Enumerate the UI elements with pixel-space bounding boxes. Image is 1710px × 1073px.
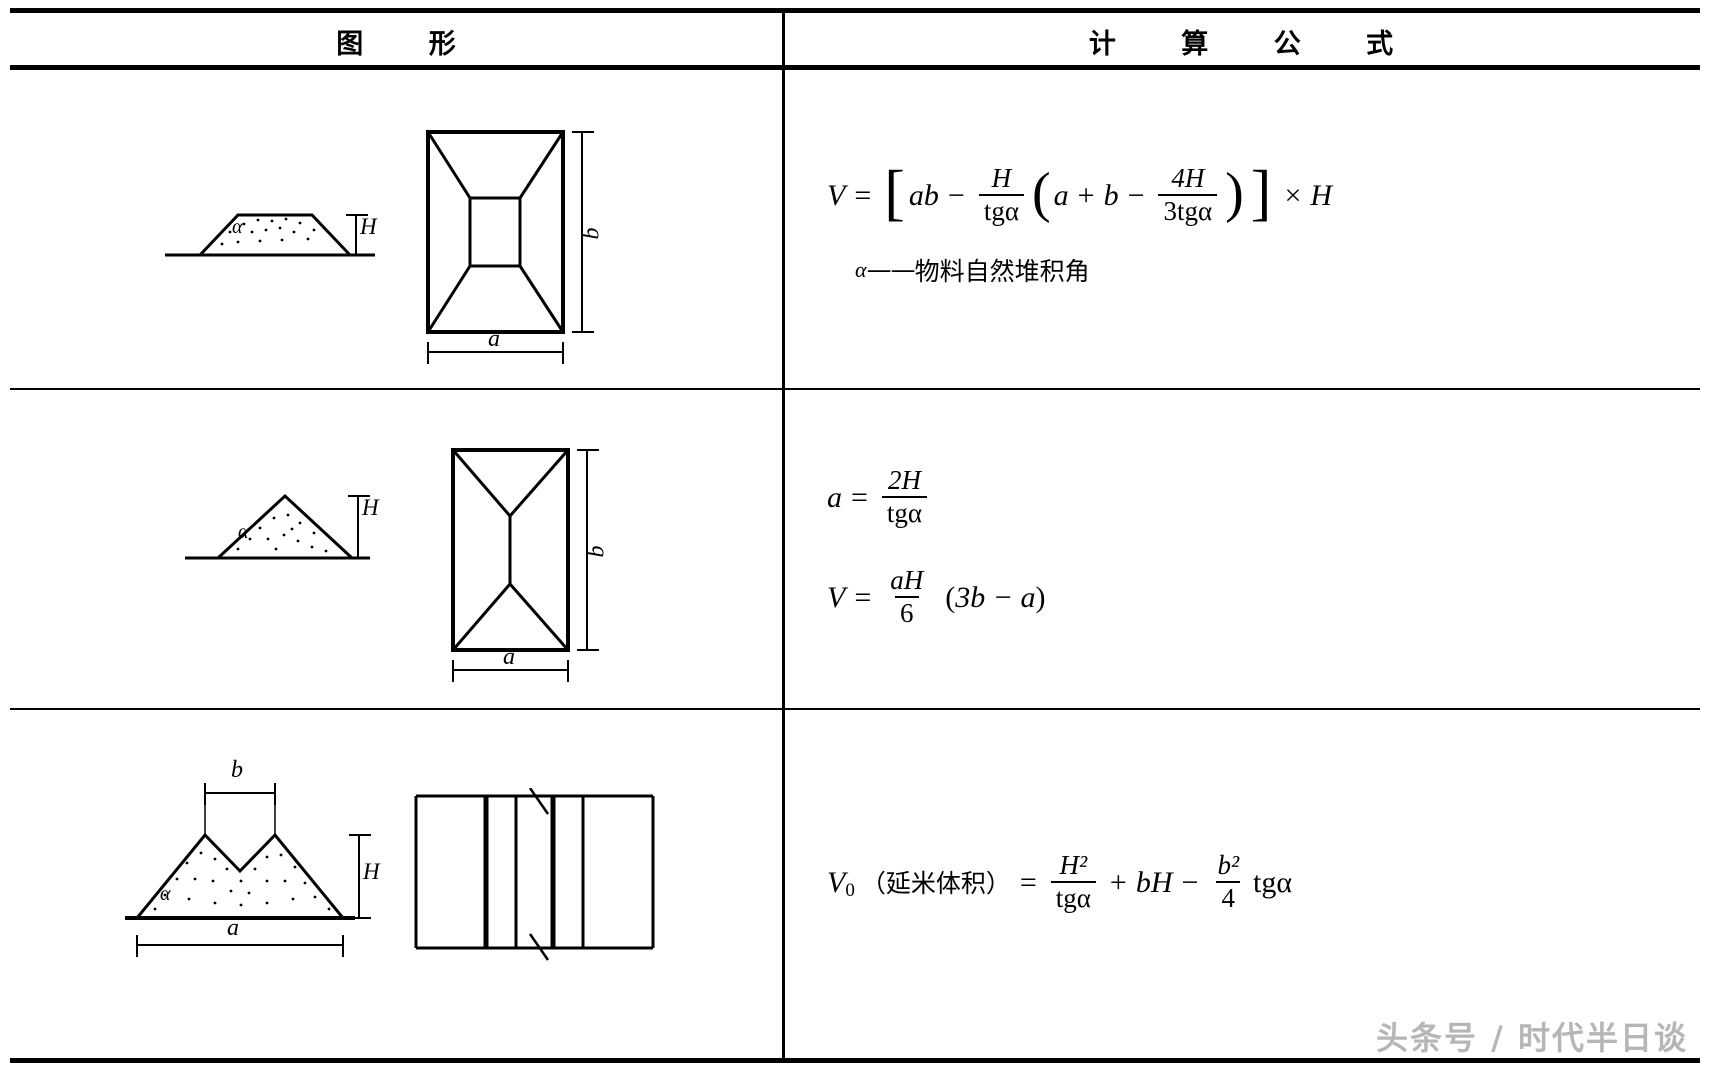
formula-row1-frac1-den: tgα — [978, 193, 1024, 225]
figure-cell-row2: α H — [10, 388, 782, 708]
formula-row2-f1-den: tgα — [881, 496, 928, 527]
plan-length-label-row1: b — [578, 227, 605, 240]
formula-row3-plus: + — [1109, 866, 1127, 899]
formula-row2-f1-num: 2H — [888, 465, 921, 495]
table-row: α H — [10, 65, 1700, 388]
side-height-label-row3: H — [363, 859, 380, 884]
formula-row2-f1-eq: = — [851, 481, 868, 514]
side-view-double-ridge-row3: b α H a — [115, 757, 380, 963]
figure-cell-row1: α H — [10, 65, 782, 388]
formula-row1-close-paren: ) — [1225, 162, 1244, 225]
row2-bottom-border — [10, 708, 1700, 710]
side-height-label-row1: H — [360, 214, 377, 239]
formula-row1-tail: H — [1310, 178, 1333, 212]
formula-row2-second: V = aH 6 ( 3b − a ) — [827, 567, 1700, 628]
side-angle-label-row2: α — [238, 521, 249, 543]
formula-row2-f2-paren-close: ) — [1035, 581, 1046, 614]
formula-row3-frac2-num: b² — [1217, 850, 1240, 880]
formula-table: 图 形 计 算 公 式 — [10, 8, 1700, 1063]
formula-row1-term1: ab — [908, 178, 939, 212]
formula-row1-times: × — [1284, 178, 1302, 212]
formula-row1-inner-a: a — [1053, 178, 1069, 212]
table-row: b α H a — [10, 708, 1700, 1058]
formula-row1-fraction-2: 4H 3tgα — [1158, 162, 1218, 225]
formula-row1-plus: + — [1077, 178, 1095, 212]
formula-row2-first: a = 2H tgα — [827, 465, 1700, 528]
formula-row1-inner-b: b — [1103, 178, 1119, 212]
header-figure: 图 形 — [336, 28, 484, 60]
plan-length-label-row2: b — [583, 545, 610, 558]
table-bottom-border — [10, 1058, 1700, 1063]
formula-row3-term-bh: bH — [1135, 866, 1173, 899]
side-topwidth-label-row3: b — [231, 757, 243, 783]
formula-row3: V 0 （延米体积） = H² tgα + bH − b² 4 tgα — [827, 850, 1700, 913]
formula-row2-f2-den: 6 — [895, 596, 919, 627]
formula-row1-lhs: V — [827, 178, 846, 212]
formula-row3-lhs: V — [827, 866, 846, 899]
side-basewidth-label-row3: a — [227, 915, 239, 941]
formula-row3-tail: tgα — [1253, 866, 1293, 899]
plan-view-row2: b a — [435, 438, 635, 688]
formula-row3-frac2-den: 4 — [1216, 881, 1240, 912]
formula-row3-minus: − — [1181, 866, 1199, 899]
formula-row1-eq: = — [854, 178, 872, 212]
row1-column-divider — [782, 65, 785, 388]
formula-row2-f2-num: aH — [890, 565, 924, 595]
formula-row2-f2-paren-open: ( — [945, 581, 956, 614]
plan-view-row3 — [408, 788, 668, 968]
row2-column-divider — [782, 388, 785, 708]
formula-row1-minus1: − — [947, 178, 965, 212]
row1-bottom-border — [10, 388, 1700, 390]
formula-row2-f2-inner: 3b − a — [955, 581, 1036, 614]
plan-width-label-row2: a — [503, 644, 515, 670]
formula-row1-minus2: − — [1127, 178, 1145, 212]
side-angle-label-row3: α — [160, 883, 171, 905]
side-height-label-row2: H — [362, 495, 379, 520]
plan-width-label-row1: a — [488, 326, 500, 352]
header-bottom-border — [10, 65, 1700, 70]
formula-row1-fraction-1: H tgα — [978, 162, 1024, 225]
formula-row3-eq: = — [1019, 866, 1037, 899]
side-view-triangle-row2: α H — [180, 463, 380, 573]
formula-cell-row1: V = [ ab − H tgα ( a + b − 4H 3tgα ) — [782, 65, 1700, 388]
watermark: 头条号 / 时代半日谈 — [1376, 1019, 1688, 1057]
formula-row3-paren-cn: （延米体积） — [860, 868, 1011, 898]
note-text-row1: 物料自然堆积角 — [914, 256, 1090, 286]
formula-row1-note: α —— 物料自然堆积角 — [855, 252, 1700, 288]
formula-row1-close-bracket: ] — [1250, 159, 1272, 228]
formula-row1: V = [ ab − H tgα ( a + b − 4H 3tgα ) — [827, 159, 1700, 228]
header-column-divider — [782, 8, 785, 65]
formula-row2-f2-lhs: V — [827, 581, 846, 614]
side-angle-label-row1: α — [232, 216, 243, 238]
formula-row1-open-bracket: [ — [884, 159, 905, 228]
formula-row2-f2-eq: = — [854, 581, 872, 614]
plan-view-row1: b a — [410, 120, 620, 370]
table-header-row: 图 形 计 算 公 式 — [10, 14, 1700, 68]
formula-row1-open-paren: ( — [1031, 162, 1051, 225]
formula-row1-frac2-num: 4H — [1171, 162, 1205, 193]
table-row: α H — [10, 388, 1700, 708]
note-dash-row1: —— — [866, 255, 916, 284]
formula-cell-row2: a = 2H tgα V = aH 6 ( 3b − a ) — [782, 388, 1700, 708]
formula-row3-fraction-1: H² tgα — [1050, 850, 1096, 912]
formula-row1-frac1-num: H — [991, 162, 1012, 193]
formula-row2-f2-fraction: aH 6 — [885, 567, 928, 627]
formula-row2-f1-lhs: a — [827, 481, 842, 514]
formula-row1-frac2-den: 3tgα — [1158, 193, 1218, 225]
table-top-border — [10, 8, 1700, 13]
row3-column-divider — [782, 708, 785, 1058]
figure-cell-row3: b α H a — [10, 708, 782, 1058]
side-view-trapezoid-row1: α H — [160, 160, 380, 270]
formula-row3-frac1-den: tgα — [1050, 881, 1096, 912]
note-symbol-row1: α — [855, 256, 867, 282]
formula-cell-row3: V 0 （延米体积） = H² tgα + bH − b² 4 tgα — [782, 708, 1700, 1058]
formula-row2-f1-fraction: 2H tgα — [881, 465, 928, 527]
formula-row3-fraction-2: b² 4 — [1212, 852, 1244, 912]
header-formula: 计 算 公 式 — [1088, 28, 1422, 60]
formula-row3-sub: 0 — [845, 879, 855, 901]
formula-row3-frac1-num: H² — [1059, 850, 1088, 880]
